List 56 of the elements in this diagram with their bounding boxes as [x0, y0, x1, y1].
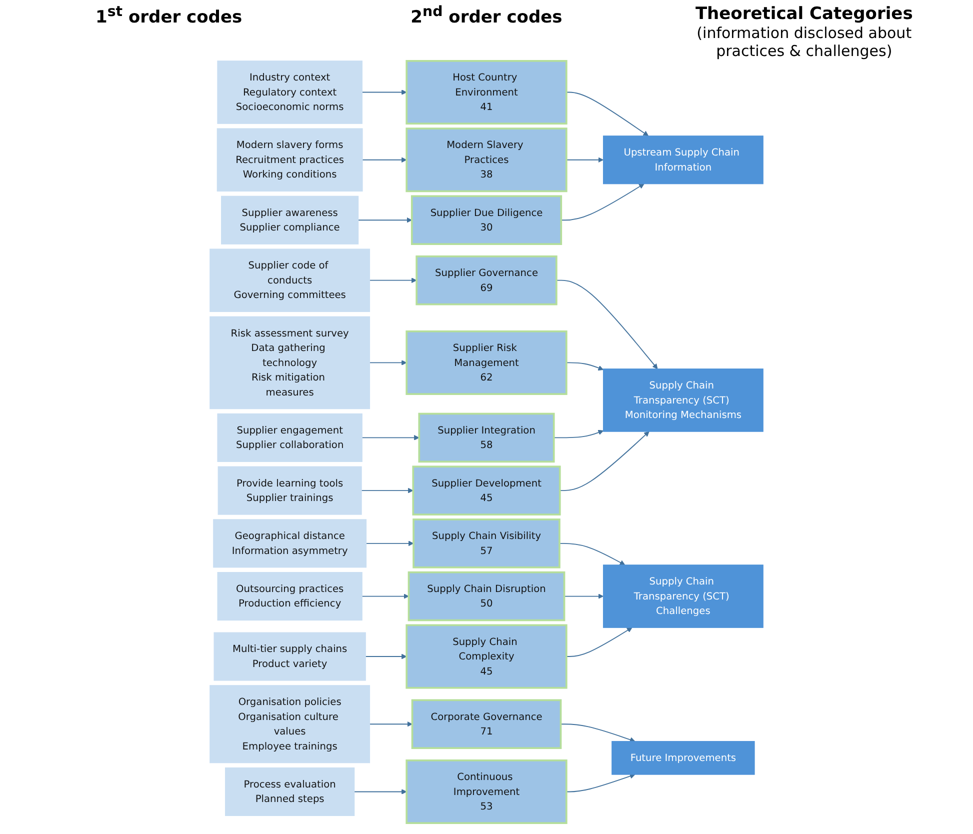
- node-box: [416, 255, 558, 306]
- node-box: [612, 741, 755, 775]
- arrow: [559, 431, 650, 492]
- arrow: [362, 435, 420, 440]
- node-box: [412, 466, 561, 516]
- node-box: [602, 564, 764, 628]
- node-box: [210, 248, 370, 312]
- arrow: [566, 774, 636, 792]
- node-box: [602, 368, 764, 432]
- node-box: [224, 767, 355, 816]
- node-box: [412, 518, 560, 568]
- arrow: [361, 488, 414, 494]
- column-heading: Theoretical Categories: [695, 4, 913, 24]
- arrow: [366, 540, 414, 546]
- node-box: [217, 60, 362, 124]
- arrow: [365, 654, 407, 660]
- node-box: [406, 624, 568, 689]
- arrow: [566, 627, 632, 657]
- node-box: [210, 316, 370, 410]
- arrow: [556, 280, 658, 370]
- node-box: [213, 519, 367, 568]
- node-box: [408, 571, 566, 622]
- arrow: [362, 157, 407, 163]
- node-box: [602, 136, 764, 184]
- arrow: [566, 362, 604, 371]
- node-box: [418, 412, 555, 463]
- node-box: [217, 413, 362, 462]
- node-box: [406, 128, 568, 192]
- node-box: [214, 632, 366, 681]
- arrow: [566, 92, 649, 136]
- column-heading: 1$^{st}$ order codes: [96, 4, 242, 28]
- arrow: [362, 594, 409, 599]
- arrow: [560, 184, 644, 221]
- arrow: [369, 278, 417, 284]
- arrow: [553, 430, 604, 438]
- node-box: [217, 572, 362, 621]
- arrow: [566, 157, 604, 163]
- node-box: [216, 128, 363, 192]
- node-box: [218, 466, 362, 515]
- node-box: [406, 60, 568, 125]
- arrow: [354, 789, 407, 794]
- column-subheading: (information disclosed about practices & challenges): [696, 24, 913, 60]
- node-box: [221, 196, 359, 244]
- arrow: [564, 594, 604, 599]
- arrow: [369, 360, 407, 366]
- arrow: [362, 90, 407, 95]
- node-box: [406, 759, 568, 824]
- node-box: [411, 699, 562, 750]
- arrow: [560, 724, 636, 742]
- node-box: [210, 685, 370, 764]
- node-box: [410, 195, 562, 245]
- arrow: [358, 217, 412, 223]
- arrow: [559, 542, 626, 566]
- arrow: [369, 721, 412, 727]
- node-box: [406, 330, 568, 395]
- column-heading: 2$^{nd}$ order codes: [410, 4, 562, 28]
